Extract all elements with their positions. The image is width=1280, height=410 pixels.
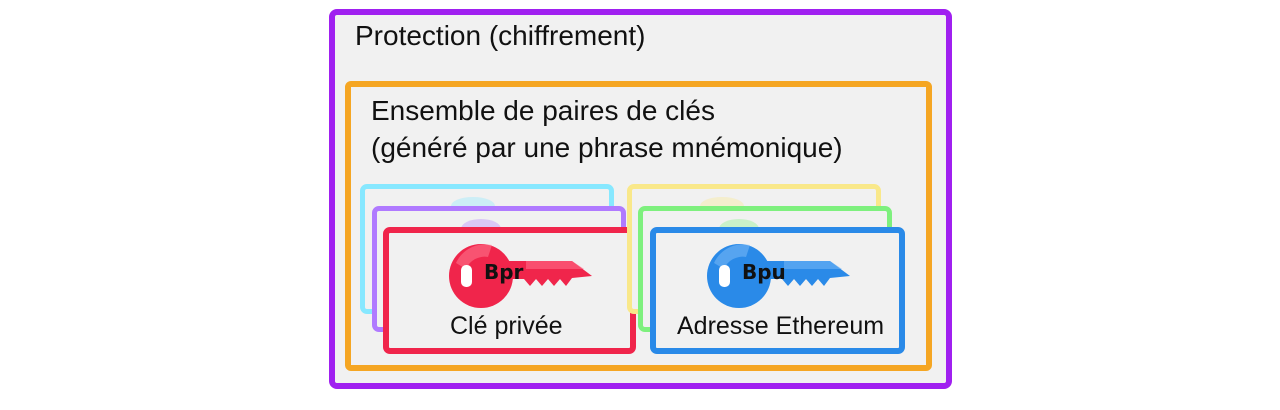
private-key-text: Bpr: [484, 260, 524, 284]
public-key-icon: Bpu: [707, 244, 850, 308]
private-key-label: Clé privée: [450, 312, 563, 340]
public-key-text: Bpu: [742, 260, 786, 284]
public-key-card: [650, 227, 905, 354]
key-pair-set-title-line2: (généré par une phrase mnémonique): [371, 132, 843, 163]
key-pair-set-title-line1: Ensemble de paires de clés: [371, 95, 715, 126]
key-pair-set-title: Ensemble de paires de clés (généré par u…: [371, 92, 843, 166]
protection-title: Protection (chiffrement): [355, 20, 646, 51]
private-key-icon: Bpr: [449, 244, 592, 308]
public-key-label: Adresse Ethereum: [677, 312, 885, 340]
